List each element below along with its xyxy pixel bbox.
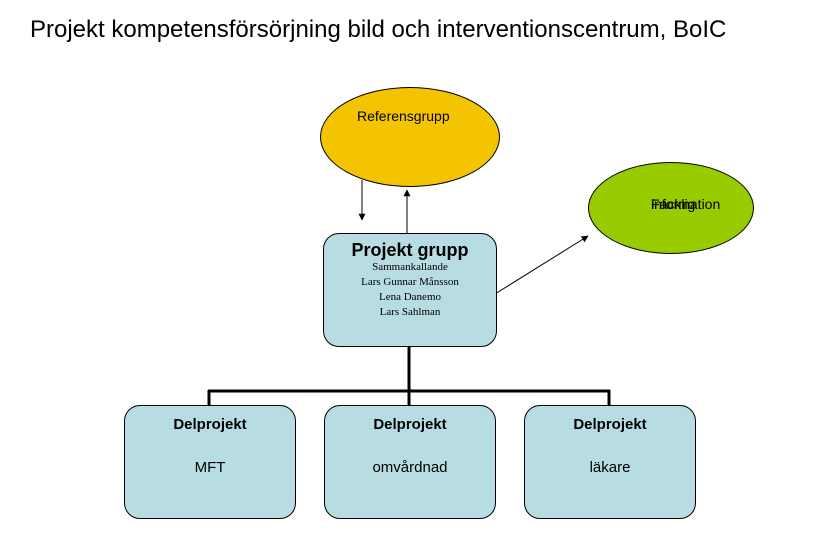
delprojekt-heading: Delprojekt bbox=[573, 416, 647, 433]
projektgrupp-heading: Projekt grupp bbox=[351, 240, 469, 260]
page-title: Projekt kompetensförsörjning bild och in… bbox=[30, 16, 727, 43]
referensgrupp-node: Referensgrupp bbox=[320, 87, 500, 187]
projektgrupp-line-2: Lars Gunnar Månsson bbox=[361, 276, 459, 288]
delprojekt-omvardnad-node: Delprojekt omvårdnad bbox=[324, 405, 496, 519]
delprojekt-name: läkare bbox=[589, 459, 631, 476]
projektgrupp-line-4: Lars Sahlman bbox=[379, 306, 441, 318]
projektgrupp-line-1: Sammankallande bbox=[372, 261, 448, 273]
facklig-line-2: information bbox=[651, 196, 721, 212]
delprojekt-lakare-node: Delprojekt läkare bbox=[524, 405, 696, 519]
facklig-information-node: Facklig information bbox=[588, 162, 754, 254]
delprojekt-name: MFT bbox=[194, 459, 226, 476]
delprojekt-name: omvårdnad bbox=[372, 459, 448, 476]
delprojekt-heading: Delprojekt bbox=[173, 416, 247, 433]
projektgrupp-node: Projekt grupp Sammankallande Lars Gunnar… bbox=[323, 233, 497, 347]
facklig-line-1: Facklig bbox=[651, 196, 696, 212]
delprojekt-heading: Delprojekt bbox=[373, 416, 447, 433]
referensgrupp-label: Referensgrupp bbox=[357, 108, 450, 124]
projektgrupp-line-3: Lena Danemo bbox=[379, 291, 441, 303]
delprojekt-mft-node: Delprojekt MFT bbox=[124, 405, 296, 519]
arrow-to-facklig bbox=[494, 235, 589, 295]
